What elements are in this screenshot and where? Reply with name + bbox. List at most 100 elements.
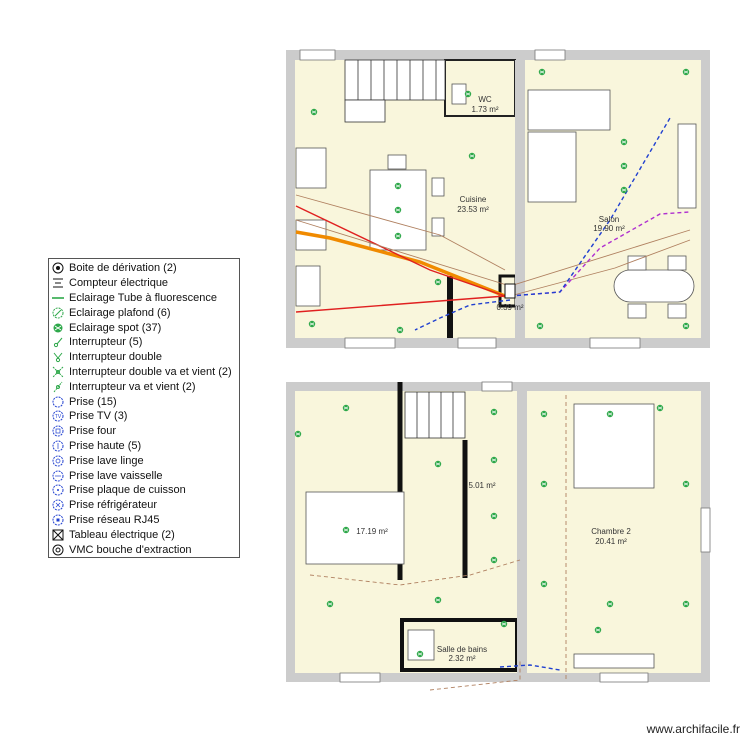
legend-item: TV Prise TV (3) bbox=[52, 409, 236, 424]
spot-light-icon bbox=[606, 600, 614, 608]
legend-item: Prise réfrigérateur bbox=[52, 498, 236, 513]
window bbox=[599, 672, 649, 683]
legend-label: Prise (15) bbox=[69, 395, 117, 408]
stairs bbox=[404, 391, 466, 439]
spot-light-icon bbox=[620, 162, 628, 170]
legend-item: Eclairage Tube à fluorescence bbox=[52, 291, 236, 306]
spot-light-icon bbox=[416, 650, 424, 658]
window bbox=[534, 49, 566, 61]
watermark: www.archifacile.fr bbox=[646, 722, 740, 736]
window bbox=[700, 507, 711, 553]
junction-box-icon bbox=[52, 262, 64, 274]
legend-item: Compteur électrique bbox=[52, 276, 236, 291]
stairs bbox=[344, 59, 446, 123]
spot-light-icon bbox=[394, 232, 402, 240]
ground-floor: WC 1.73 m² Cuisine 23.53 m² Salon 19.90 … bbox=[286, 49, 710, 349]
cooktop-outlet-icon bbox=[52, 484, 64, 496]
spot-light-icon bbox=[500, 620, 508, 628]
spot-light-icon bbox=[682, 600, 690, 608]
spot-light-icon bbox=[594, 626, 602, 634]
legend-item: Eclairage plafond (6) bbox=[52, 305, 236, 320]
spot-light-icon bbox=[606, 410, 614, 418]
legend-label: VMC bouche d'extraction bbox=[69, 543, 192, 556]
legend-item: Prise haute (5) bbox=[52, 439, 236, 454]
sdb-area: 2.32 m² bbox=[448, 654, 475, 663]
high-outlet-icon bbox=[52, 440, 64, 452]
salon-area: 19.90 m² bbox=[593, 224, 625, 233]
dishwasher-outlet-icon bbox=[52, 470, 64, 482]
cuisine-area: 23.53 m² bbox=[457, 205, 489, 214]
legend-label: Tableau électrique (2) bbox=[69, 528, 175, 541]
legend-item: Prise lave linge bbox=[52, 453, 236, 468]
spot-light-icon bbox=[342, 526, 350, 534]
legend-label: Prise haute (5) bbox=[69, 439, 142, 452]
double-switch-icon bbox=[52, 351, 64, 363]
spot-light-icon bbox=[490, 556, 498, 564]
outlet-icon bbox=[52, 396, 64, 408]
spot-light-icon bbox=[490, 408, 498, 416]
meter-icon bbox=[52, 277, 64, 289]
tv-outlet-icon: TV bbox=[52, 410, 64, 422]
spot-light-icon bbox=[536, 322, 544, 330]
spot-light-icon bbox=[434, 460, 442, 468]
chambre2-area: 20.41 m² bbox=[595, 537, 627, 546]
spot-light-icon bbox=[294, 430, 302, 438]
salon-name: Salon bbox=[599, 215, 619, 224]
spot-light-icon bbox=[540, 580, 548, 588]
spot-light-icon bbox=[468, 152, 476, 160]
spot-light-icon bbox=[620, 186, 628, 194]
legend-item: Prise plaque de cuisson bbox=[52, 483, 236, 498]
legend-item: Eclairage spot (37) bbox=[52, 320, 236, 335]
sdb-name: Salle de bains bbox=[437, 645, 487, 654]
spot-light-icon bbox=[396, 326, 404, 334]
spot-light-icon bbox=[434, 278, 442, 286]
spot-light-icon bbox=[434, 596, 442, 604]
legend-item: Prise four bbox=[52, 424, 236, 439]
spot-light-icon bbox=[656, 404, 664, 412]
legend-label: Interrupteur double va et vient (2) bbox=[69, 365, 232, 378]
legend-label: Eclairage Tube à fluorescence bbox=[69, 291, 217, 304]
legend-item: Prise (15) bbox=[52, 394, 236, 409]
spot-light-icon bbox=[540, 410, 548, 418]
spot-light-icon bbox=[342, 404, 350, 412]
interior-walls bbox=[447, 60, 525, 338]
legend-label: Prise plaque de cuisson bbox=[69, 484, 186, 497]
first-floor: 5.01 m² 17.19 m² Chambre 2 20.41 m² Sall… bbox=[286, 381, 711, 691]
legend-label: Compteur électrique bbox=[69, 277, 169, 290]
legend-label: Prise lave vaisselle bbox=[69, 469, 163, 482]
legend-label: Interrupteur double bbox=[69, 351, 162, 364]
spot-light-icon bbox=[490, 456, 498, 464]
washer-outlet-icon bbox=[52, 455, 64, 467]
spot-light-icon bbox=[490, 512, 498, 520]
interior-wall bbox=[517, 391, 527, 673]
two-way-switch-icon bbox=[52, 381, 64, 393]
spot-light-icon bbox=[540, 480, 548, 488]
spot-light-icon bbox=[310, 108, 318, 116]
svg-text:TV: TV bbox=[55, 414, 62, 420]
legend-label: Boite de dérivation (2) bbox=[69, 262, 177, 275]
legend-label: Prise lave linge bbox=[69, 454, 144, 467]
legend-label: Prise réseau RJ45 bbox=[69, 513, 160, 526]
wiring bbox=[309, 395, 567, 691]
window bbox=[339, 672, 381, 683]
spot-light-icon bbox=[464, 90, 472, 98]
legend-label: Interrupteur (5) bbox=[69, 336, 143, 349]
palier-area: 5.01 m² bbox=[468, 481, 495, 490]
spot-light-icon bbox=[326, 600, 334, 608]
wc-area: 1.73 m² bbox=[471, 105, 498, 114]
legend-label: Prise TV (3) bbox=[69, 410, 128, 423]
wc-name: WC bbox=[478, 95, 492, 104]
window bbox=[457, 337, 497, 349]
fluorescent-tube-icon bbox=[52, 292, 64, 304]
spot-light-icon bbox=[52, 322, 64, 334]
legend-item: Interrupteur double va et vient (2) bbox=[52, 365, 236, 380]
spot-lights bbox=[294, 68, 690, 658]
vmc-icon bbox=[52, 544, 64, 556]
cuisine-name: Cuisine bbox=[460, 195, 487, 204]
electrical-panel-icon bbox=[504, 283, 516, 299]
spot-light-icon bbox=[682, 480, 690, 488]
legend-item: Prise lave vaisselle bbox=[52, 468, 236, 483]
legend-item: VMC bouche d'extraction bbox=[52, 542, 236, 557]
spot-light-icon bbox=[620, 138, 628, 146]
